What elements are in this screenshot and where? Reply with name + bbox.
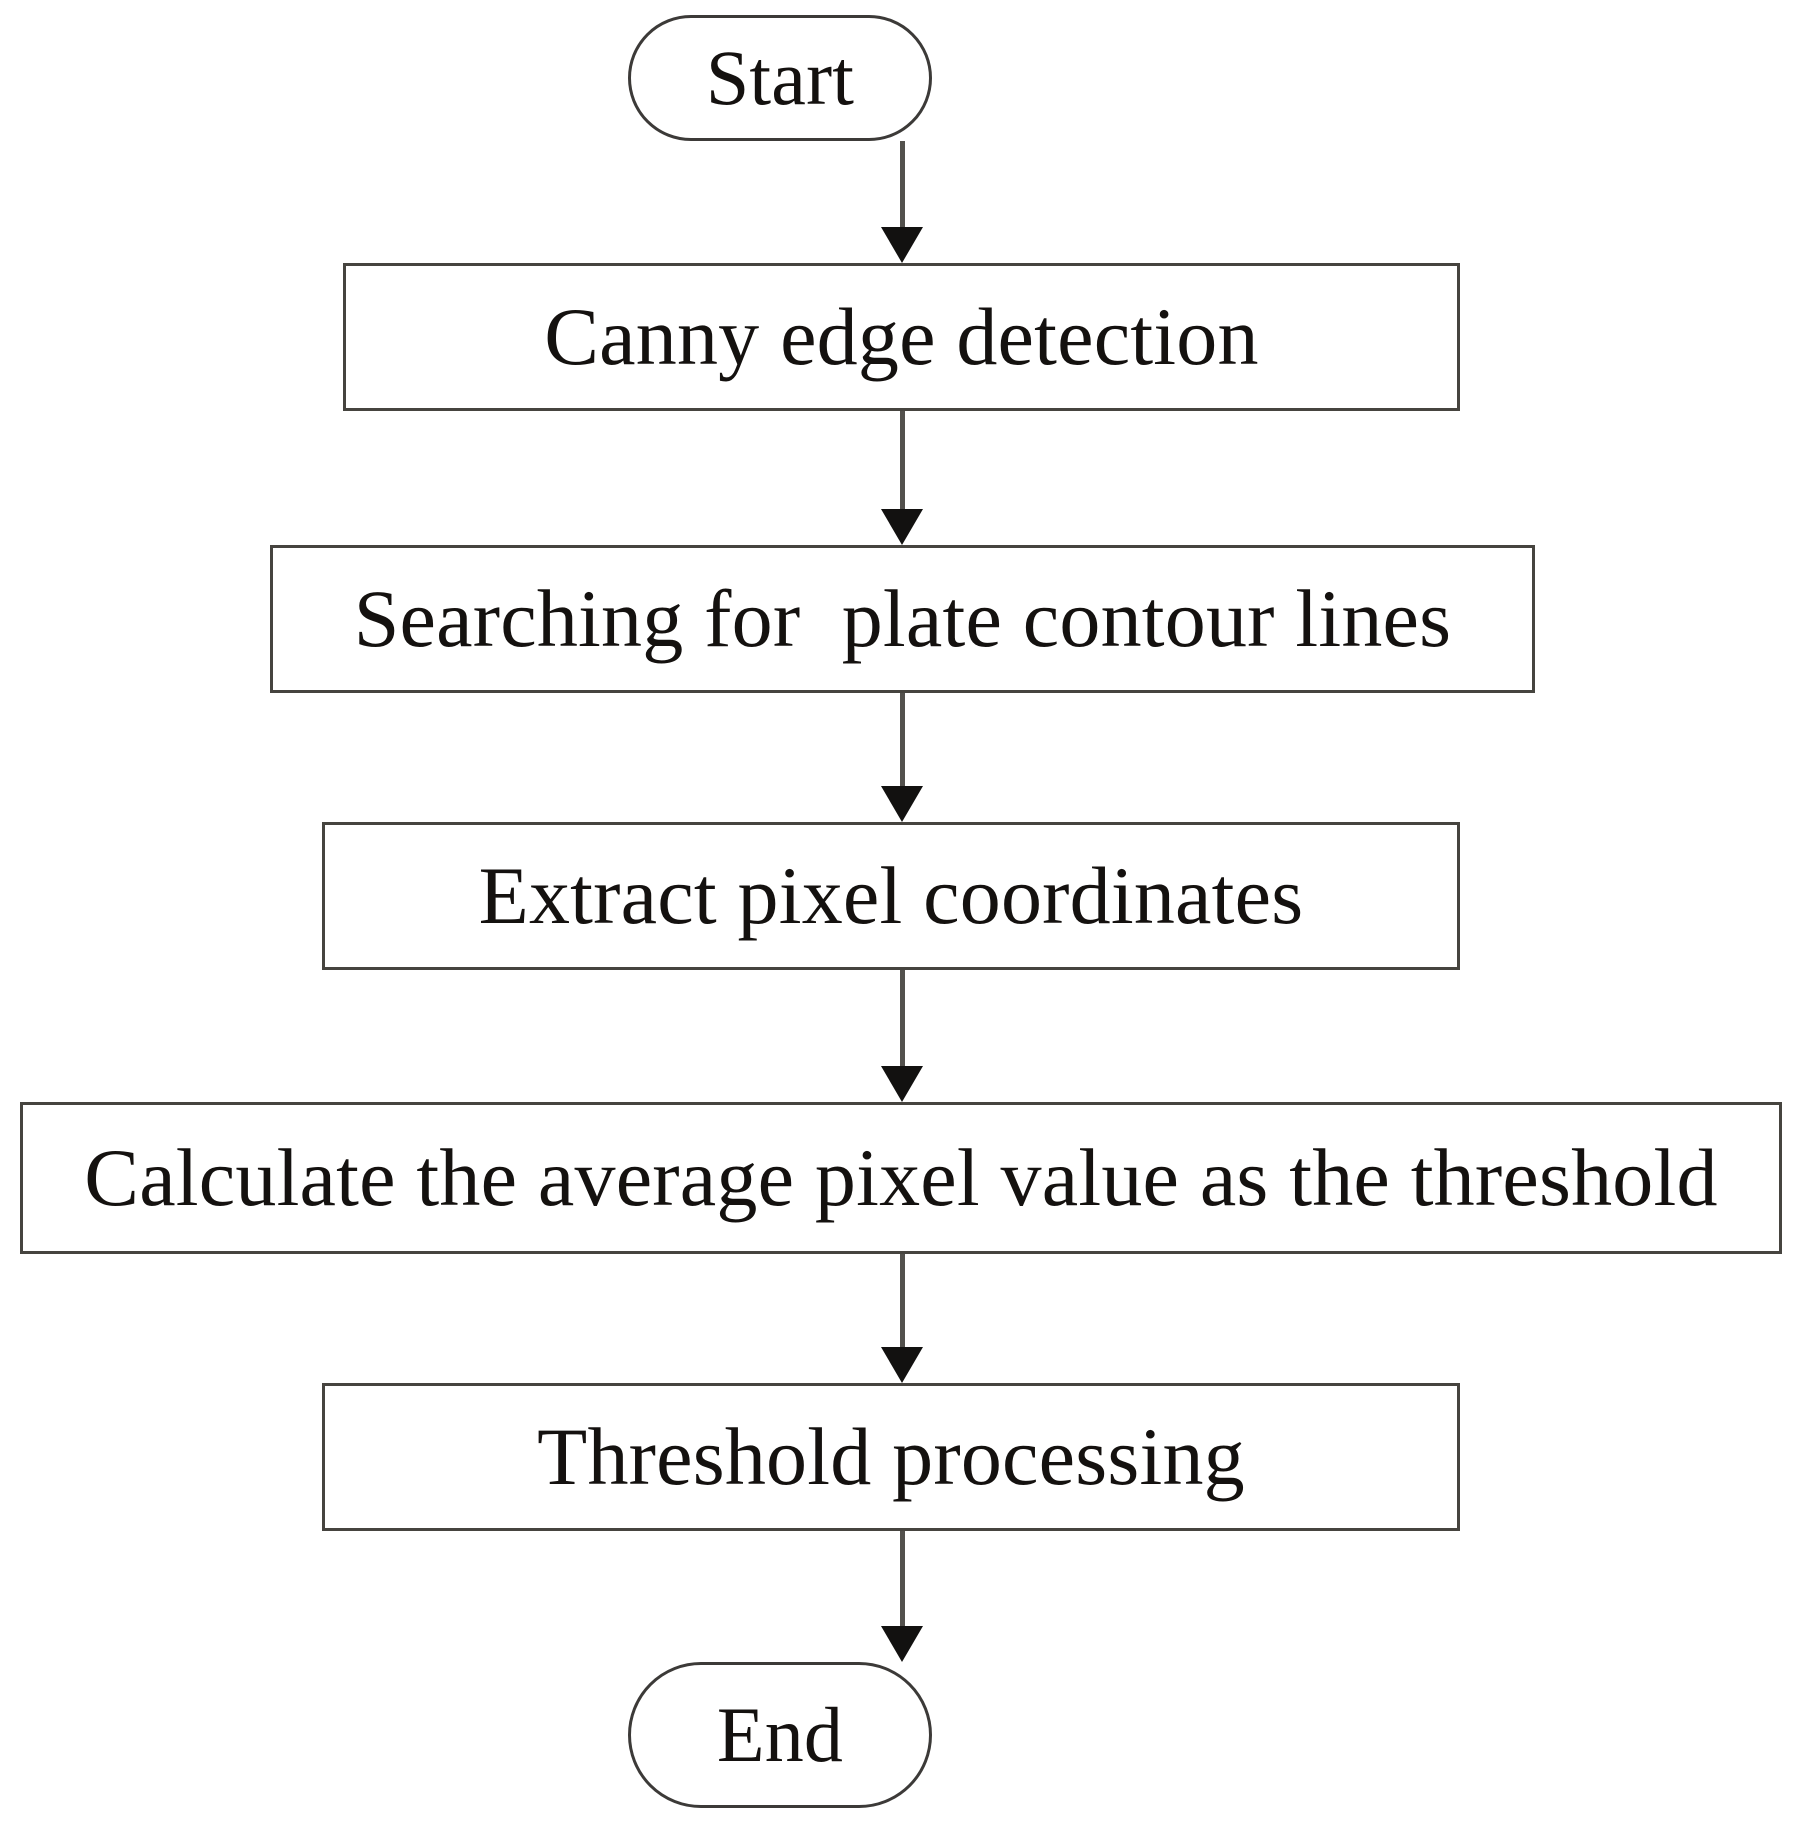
flow-node-label: Threshold processing — [537, 1411, 1245, 1502]
flow-node-threshold-processing[interactable]: Threshold processing — [322, 1383, 1460, 1531]
arrowhead-down-icon — [881, 1626, 923, 1662]
flow-node-extract-pixel-coordinates[interactable]: Extract pixel coordinates — [322, 822, 1460, 970]
flow-node-label: Extract pixel coordinates — [478, 850, 1304, 941]
flow-node-label: Canny edge detection — [544, 291, 1259, 382]
arrowhead-down-icon — [881, 1347, 923, 1383]
arrowhead-down-icon — [881, 227, 923, 263]
arrow-stem — [900, 970, 905, 1072]
flow-node-end[interactable]: End — [628, 1662, 932, 1808]
flow-node-searching-plate-contour-lines[interactable]: Searching for plate contour lines — [270, 545, 1535, 693]
arrow-stem — [900, 141, 905, 233]
flow-node-label: Start — [705, 34, 855, 121]
flow-node-start[interactable]: Start — [628, 15, 932, 141]
arrowhead-down-icon — [881, 786, 923, 822]
flow-node-canny-edge-detection[interactable]: Canny edge detection — [343, 263, 1460, 411]
flow-node-label: Searching for plate contour lines — [353, 573, 1452, 664]
flow-node-label: Calculate the average pixel value as the… — [84, 1132, 1718, 1223]
arrow-stem — [900, 693, 905, 792]
arrow-stem — [900, 1254, 905, 1353]
arrow-stem — [900, 1531, 905, 1632]
arrow-stem — [900, 411, 905, 515]
flow-node-calculate-average-pixel-threshold[interactable]: Calculate the average pixel value as the… — [20, 1102, 1782, 1254]
arrowhead-down-icon — [881, 509, 923, 545]
flow-node-label: End — [716, 1691, 844, 1778]
arrowhead-down-icon — [881, 1066, 923, 1102]
